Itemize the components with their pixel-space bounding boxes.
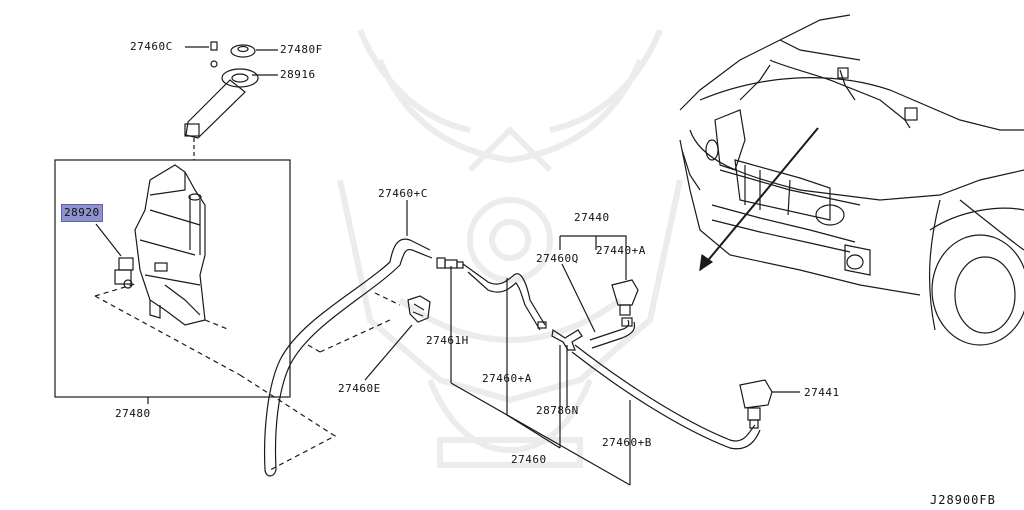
- filler-cap: [230, 44, 256, 58]
- part-label-27480[interactable]: 27480: [115, 407, 151, 420]
- vehicle-front-view: [679, 14, 1024, 346]
- hose-27460plusA: [462, 263, 546, 331]
- direction-arrow: [699, 127, 819, 272]
- washer-tank: [134, 164, 206, 326]
- hose-27460plusB: [571, 344, 761, 450]
- hose-clip-27460E: [407, 295, 431, 323]
- diagram-code: J28900FB: [930, 493, 996, 507]
- tank-assembly-box: [54, 159, 291, 398]
- watermark-emblem: [337, 28, 683, 468]
- bolt-27460C: [210, 41, 218, 68]
- part-label-27440plusA[interactable]: 27440+A: [596, 244, 646, 257]
- part-label-27460plusB[interactable]: 27460+B: [602, 436, 652, 449]
- part-label-28786N[interactable]: 28786N: [536, 404, 579, 417]
- part-label-27461H[interactable]: 27461H: [426, 334, 469, 347]
- part-label-27460[interactable]: 27460: [511, 453, 547, 466]
- washer-pump: [114, 257, 134, 289]
- hose-27460C: [264, 238, 433, 477]
- seal-28916: [221, 68, 259, 88]
- part-label-28920-highlighted[interactable]: 28920: [61, 204, 103, 222]
- hose-27460Q: [589, 319, 636, 349]
- part-label-27441[interactable]: 27441: [804, 386, 840, 399]
- nozzle-27440plusA: [611, 279, 639, 316]
- nozzle-27441: [739, 379, 773, 429]
- part-label-27460Q[interactable]: 27460Q: [536, 252, 579, 265]
- connector-27461H: [436, 257, 464, 269]
- part-label-27460E[interactable]: 27460E: [338, 382, 381, 395]
- part-label-27440[interactable]: 27440: [574, 211, 610, 224]
- part-label-28916[interactable]: 28916: [280, 68, 316, 81]
- connector-28786N: [551, 328, 583, 351]
- part-label-27460plusA[interactable]: 27460+A: [482, 372, 532, 385]
- filler-neck: [185, 79, 246, 139]
- part-label-27460plusC[interactable]: 27460+C: [378, 187, 428, 200]
- part-label-27460C[interactable]: 27460C: [130, 40, 173, 53]
- part-label-27480F[interactable]: 27480F: [280, 43, 323, 56]
